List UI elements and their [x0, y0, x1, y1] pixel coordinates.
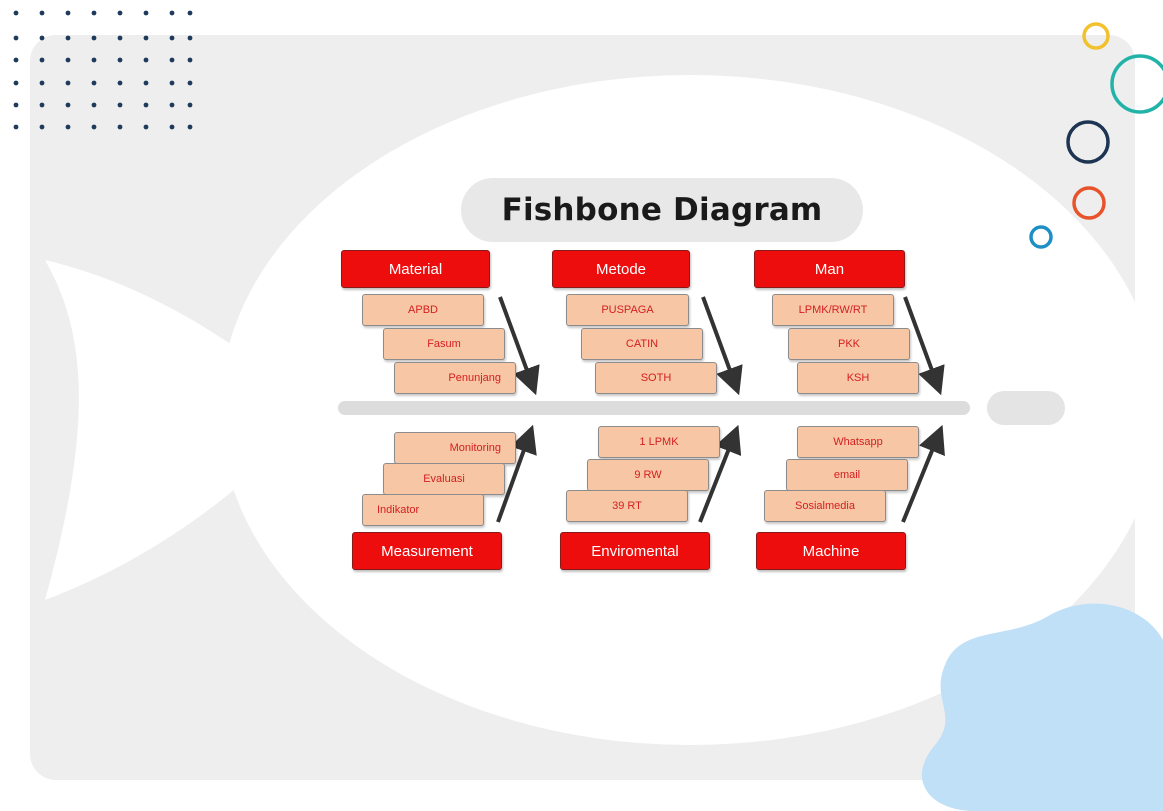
category-metode: Metode [552, 250, 690, 288]
cause-text: SOTH [640, 372, 672, 384]
cause-item: LPMK/RW/RT [772, 294, 894, 326]
cause-text: Indikator [377, 504, 420, 516]
enviromental-arrow [698, 424, 742, 523]
category-label: Measurement [381, 542, 473, 560]
cause-text: CATIN [625, 338, 659, 350]
cause-text: 1 LPMK [639, 436, 679, 448]
category-material: Material [341, 250, 490, 288]
category-label: Metode [595, 260, 647, 278]
cause-text: KSH [846, 372, 870, 384]
cause-text: 9 RW [634, 469, 662, 481]
cause-text: PUSPAGA [601, 304, 654, 316]
cause-text: Sosialmedia [795, 500, 855, 512]
title-pill: Fishbone Diagram [461, 178, 863, 242]
cause-text: email [833, 469, 861, 481]
cause-text: Evaluasi [423, 473, 465, 485]
measurement-arrow [496, 424, 537, 523]
cause-text: PKK [837, 338, 860, 350]
fish-eye [987, 391, 1065, 425]
cause-text: LPMK/RW/RT [798, 304, 868, 316]
cause-item: 1 LPMK [598, 426, 720, 458]
cause-text: Penunjang [448, 372, 501, 384]
cause-item: 9 RW [587, 459, 709, 491]
cause-text: APBD [408, 304, 438, 316]
machine-arrow [901, 424, 945, 523]
category-label: Material [388, 260, 443, 278]
cause-text: Monitoring [449, 442, 501, 454]
cause-item: email [786, 459, 908, 491]
cause-item: Fasum [383, 328, 505, 360]
cause-item: Evaluasi [383, 463, 505, 495]
cause-text: 39 RT [612, 500, 642, 512]
category-label: Man [814, 260, 845, 278]
cause-item: CATIN [581, 328, 703, 360]
circle-decoration [1029, 22, 1163, 249]
cause-text: Whatsapp [833, 436, 883, 448]
cause-item: KSH [797, 362, 919, 394]
category-enviromental: Enviromental [560, 532, 710, 570]
category-machine: Machine [756, 532, 906, 570]
cause-item: Whatsapp [797, 426, 919, 458]
diagram-title: Fishbone Diagram [501, 192, 823, 228]
cause-item: PKK [788, 328, 910, 360]
metode-arrow [701, 296, 743, 396]
cause-text: Fasum [427, 338, 461, 350]
category-label: Machine [802, 542, 860, 560]
category-label: Enviromental [591, 542, 679, 560]
cause-item: Sosialmedia [764, 490, 886, 522]
cause-item: Penunjang [394, 362, 516, 394]
blob-decoration [921, 603, 1163, 811]
man-arrow [903, 296, 945, 396]
cause-item: PUSPAGA [566, 294, 689, 326]
dot-grid-decoration [13, 10, 193, 130]
cause-item: SOTH [595, 362, 717, 394]
cause-item: 39 RT [566, 490, 688, 522]
cause-item: APBD [362, 294, 484, 326]
cause-item: Monitoring [394, 432, 516, 464]
material-arrow [498, 296, 540, 396]
cause-item: Indikator [362, 494, 484, 526]
fish-spine [338, 401, 970, 415]
category-man: Man [754, 250, 905, 288]
category-measurement: Measurement [352, 532, 502, 570]
